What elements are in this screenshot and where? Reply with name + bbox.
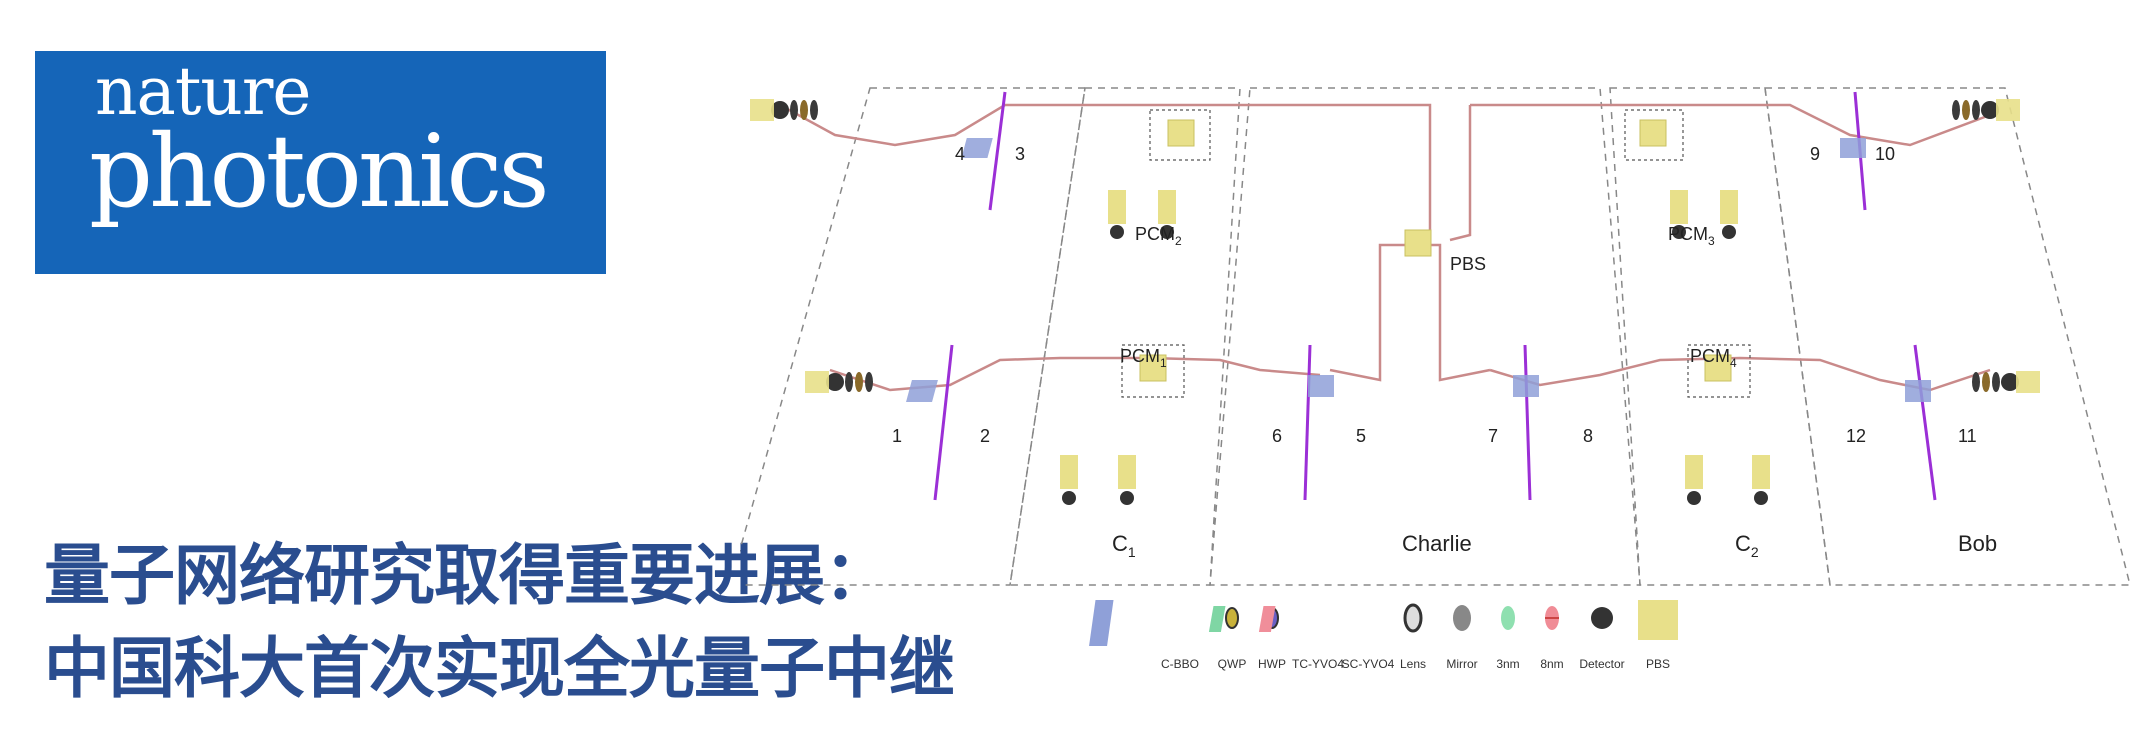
legend-label-detector: Detector (1579, 657, 1624, 671)
legend-label-tc-yvo4: TC-YVO4 (1292, 657, 1344, 671)
source-bottom-left (805, 371, 873, 393)
filter-3nm-icon (1501, 606, 1515, 630)
crystal-bottom-left (906, 380, 938, 402)
pump-lines (933, 91, 1937, 501)
mirror-icon (1453, 605, 1471, 631)
beam-right-to-pbs (1449, 105, 1472, 242)
label-charlie: Charlie (1402, 531, 1472, 556)
legend-label-3nm: 3nm (1496, 657, 1519, 671)
label-8: 8 (1583, 426, 1593, 446)
crystal-charlie-right (1513, 375, 1539, 397)
region-frames (740, 87, 2131, 586)
region-bob (1764, 87, 2131, 586)
pcm2-cube (1167, 119, 1195, 147)
crystal-prism-icon (1089, 600, 1114, 646)
label-pcm3: PCM3 (1668, 224, 1715, 248)
pbs-cube-icon (1638, 600, 1678, 640)
legend-label-mirror: Mirror (1446, 657, 1477, 671)
label-7: 7 (1488, 426, 1498, 446)
beam-bottom-left (829, 356, 1321, 392)
tc-yvo4-icon (1208, 606, 1226, 632)
qwp-icon (1225, 607, 1239, 629)
beam-top-left (779, 103, 1180, 147)
pump-1-2 (933, 344, 954, 501)
legend-label-qwp: QWP (1218, 657, 1247, 671)
beam-top-right (1470, 103, 1991, 147)
legend-label-8nm: 8nm (1540, 657, 1563, 671)
crystal-top-right (1840, 138, 1866, 158)
lens-icon (1403, 603, 1423, 633)
crystal-charlie-left (1308, 375, 1334, 397)
label-3: 3 (1015, 144, 1025, 164)
pump-3-4 (988, 91, 1007, 211)
pbs-center (1404, 229, 1432, 257)
crystal-top-left (961, 138, 993, 158)
logo-word-nature: nature (95, 53, 311, 130)
label-6: 6 (1272, 426, 1282, 446)
source-top-right (1952, 99, 2020, 121)
pcm4-cube (1704, 354, 1732, 382)
headline-line-2: 中国科大首次实现全光量子中继 (44, 630, 955, 707)
legend-label-cbbo: C-BBO (1161, 657, 1199, 671)
detector-icon (1591, 607, 1613, 629)
label-pcm1: PCM1 (1120, 346, 1167, 370)
sc-yvo4-icon (1258, 606, 1276, 632)
legend-label-sc-yvo4: SC-YVO4 (1342, 657, 1395, 671)
region-c1 (1009, 87, 1241, 586)
pump-7-8 (1523, 344, 1532, 501)
label-pbs: PBS (1450, 254, 1486, 274)
label-5: 5 (1356, 426, 1366, 446)
pcm-frames (1121, 109, 1751, 398)
region-c2 (1609, 87, 1831, 586)
nature-photonics-logo: nature photonics (35, 51, 606, 274)
pcm1-cube (1139, 354, 1167, 382)
label-pcm4: PCM4 (1690, 346, 1737, 370)
filter-8nm-icon (1545, 606, 1559, 630)
legend-label-lens: Lens (1400, 657, 1426, 671)
beam-pbs-down-left (1329, 243, 1395, 382)
label-1: 1 (892, 426, 902, 446)
pump-5-6 (1303, 344, 1312, 501)
legend-label-hwp: HWP (1258, 657, 1286, 671)
region-charlie (1209, 87, 1641, 586)
beam-top-to-pbs (1180, 103, 1432, 247)
pump-11-12 (1913, 344, 1937, 501)
label-pcm2: PCM2 (1135, 224, 1182, 248)
label-12: 12 (1846, 426, 1866, 446)
pbs-cubes (1139, 119, 1732, 382)
quantum-relay-diagram: 4 3 1 2 6 5 7 8 9 10 11 12 PCM2 PCM1 PCM… (740, 87, 2131, 671)
label-9: 9 (1810, 144, 1820, 164)
label-c1: C1 (1112, 531, 1136, 560)
label-10: 10 (1875, 144, 1895, 164)
label-bob: Bob (1958, 531, 1997, 556)
headline-line-1: 量子网络研究取得重要进展： (44, 537, 890, 614)
beam-pbs-down-right (1430, 243, 1491, 382)
label-c2: C2 (1735, 531, 1759, 560)
region-alice (740, 87, 1086, 586)
crystal-bottom-right (1905, 380, 1931, 402)
legend-label-pbs: PBS (1646, 657, 1670, 671)
label-4: 4 (955, 144, 965, 164)
logo-word-photonics: photonics (89, 113, 550, 230)
label-11: 11 (1958, 426, 1977, 446)
label-2: 2 (980, 426, 990, 446)
component-legend: C-BBO QWP HWP TC-YVO4 SC-YVO4 Lens Mirro… (1089, 600, 1678, 671)
crystals (906, 138, 1931, 402)
source-bottom-right (1972, 371, 2040, 393)
source-top-left (750, 99, 818, 121)
pcm3-cube (1639, 119, 1667, 147)
detector-towers (1060, 190, 1770, 505)
